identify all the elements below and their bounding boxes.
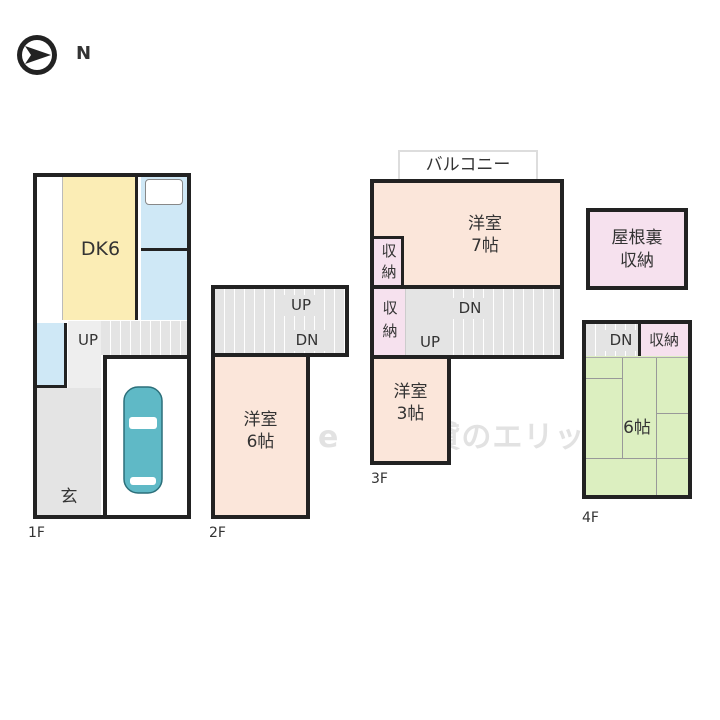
western-room-7-label-1: 洋室: [468, 214, 502, 234]
stairs-dn-label: DN: [450, 298, 490, 319]
tatami-room-label: 6帖: [623, 418, 651, 438]
storage-3f-1-label-1: 収: [381, 242, 397, 260]
compass: N: [14, 33, 104, 77]
attic-storage: [586, 208, 688, 290]
storage-4f: [638, 324, 688, 356]
kitchen-counter: [37, 177, 63, 320]
storage-3f-2-label-2: 納: [382, 322, 398, 340]
storage-3f-1: [374, 236, 404, 286]
floor-4f: DN 収納 6帖 4F: [582, 320, 692, 535]
floor-label-4f: 4F: [582, 510, 599, 526]
entrance-label: 玄: [60, 487, 78, 507]
tatami-room: [586, 357, 688, 495]
floor-2f: UP DN 洋室 6帖 2F: [209, 285, 349, 541]
floor-label-1f: 1F: [28, 525, 45, 541]
dk-room: [63, 177, 138, 320]
entrance: [37, 388, 101, 515]
storage-3f-2: [374, 289, 406, 355]
western-room-2f: [211, 353, 310, 519]
attic-label-1: 屋根裏: [611, 228, 663, 248]
storage-3f-2-label-1: 収: [382, 299, 398, 317]
car-icon: [123, 386, 163, 494]
hallway-1f: [68, 321, 101, 389]
balcony-label: バルコニー: [425, 155, 511, 175]
western-room-2f-label-2: 6帖: [246, 432, 275, 452]
north-arrow-icon: [17, 35, 57, 75]
stairs-dn-label: DN: [287, 330, 327, 351]
floor-3f: バルコニー 洋室 7帖 収 納 DN UP 収 納 洋室 3帖 3F: [370, 148, 566, 493]
western-room-3: [370, 355, 451, 465]
storage-4f-label: 収納: [648, 331, 679, 349]
western-room-7-label-2: 7帖: [471, 236, 499, 256]
stairs-2f[interactable]: [211, 285, 349, 357]
stairs-1f[interactable]: [101, 321, 187, 355]
stairs-dn-label: DN: [604, 330, 638, 351]
floor-label-3f: 3F: [371, 471, 388, 487]
attic-label-2: 収納: [620, 251, 654, 271]
toilet: [37, 323, 67, 388]
storage-3f-1-label-2: 納: [381, 263, 397, 281]
dk-label: DK6: [80, 238, 121, 260]
stairs-up-label: UP: [281, 295, 321, 316]
western-room-3-label-1: 洋室: [393, 382, 428, 402]
stairs-up-label: UP: [77, 331, 99, 349]
north-label: N: [76, 43, 92, 64]
stairs-up-label: UP: [412, 332, 448, 353]
floor-1f: DK6 UP 玄 1F: [28, 173, 191, 541]
western-room-3-label-2: 3帖: [396, 404, 425, 424]
floor-label-2f: 2F: [209, 525, 226, 541]
western-room-2f-label-1: 洋室: [243, 410, 278, 430]
washroom: [141, 251, 187, 320]
